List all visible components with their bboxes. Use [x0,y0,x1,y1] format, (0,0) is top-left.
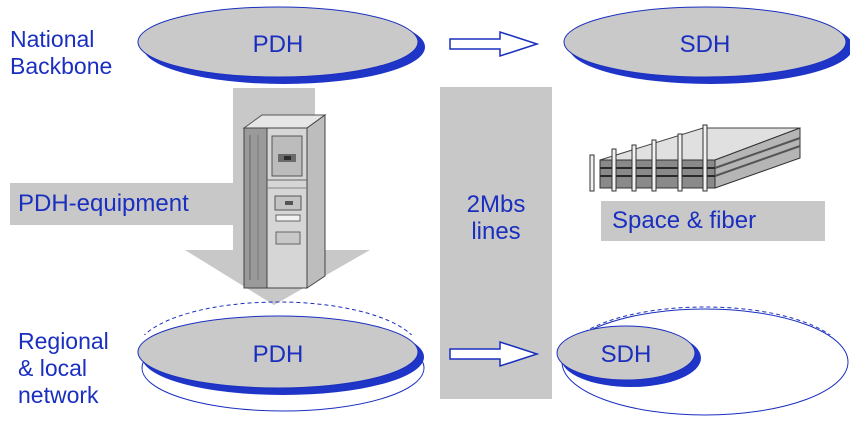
bottom-sdh-label: SDH [600,341,652,368]
lines-label-line2: lines [471,218,521,245]
top-pdh-label: PDH [252,31,304,58]
bottom-pdh-ellipse [137,301,425,412]
top-sdh-label: SDH [679,31,731,58]
arrow-right-icon [449,340,540,368]
regional-local-line3: network [18,382,99,408]
top-sdh-ellipse [563,6,850,84]
server-cabinet-icon [242,114,327,289]
national-backbone-line2: Backbone [10,53,113,79]
pdh-equipment-panel [10,183,246,225]
national-backbone-line1: National [10,26,95,52]
lines-panel [440,87,552,399]
top-pdh-ellipse [137,6,425,84]
lines-label-line1: 2Mbs [466,191,526,218]
regional-local-line1: Regional [18,328,109,354]
bottom-sdh-ellipse [556,306,849,416]
regional-local-line2: & local [18,355,88,381]
regional-local-label: Regional & local network [18,328,109,409]
space-fiber-panel [601,201,825,241]
lines-label: 2Mbs lines [440,191,552,245]
space-fiber-label: Space & fiber [612,207,757,234]
pdh-equipment-label: PDH-equipment [18,190,189,217]
national-backbone-label: National Backbone [10,26,112,80]
bottom-pdh-label: PDH [252,341,304,368]
arrow-right-icon [449,30,540,58]
building-icon [589,124,801,192]
